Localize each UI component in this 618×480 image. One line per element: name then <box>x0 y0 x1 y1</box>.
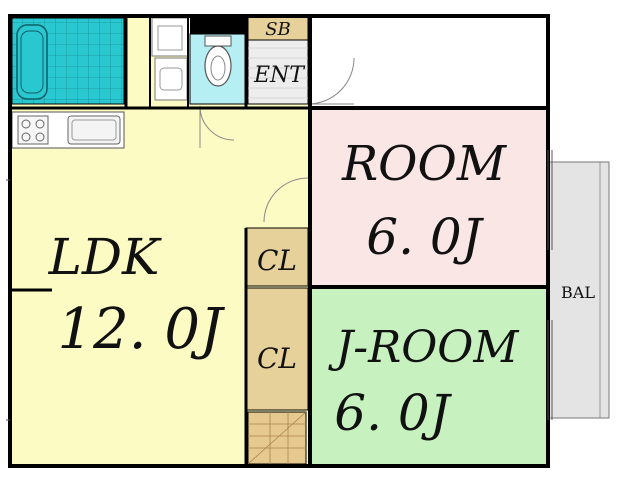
balcony <box>548 161 610 419</box>
ldk-name-label: LDK <box>48 228 162 286</box>
jroom-size-label: 6. 0J <box>334 384 452 442</box>
closet-lower <box>245 287 309 411</box>
toilet-door-swing <box>199 105 235 141</box>
jroom-name-label: J-ROOM <box>328 322 520 373</box>
shoe-box <box>247 15 309 41</box>
ent-label: ENT <box>253 63 306 88</box>
bathtub <box>16 24 48 100</box>
room-door-swing <box>263 177 309 223</box>
room-western <box>310 108 548 286</box>
closet-lower-label: CL <box>257 342 297 375</box>
toilet-bowl-icon <box>204 45 232 87</box>
room-japanese <box>310 288 548 464</box>
room-size-label: 6. 0J <box>366 208 484 266</box>
ldk-size-label: 12. 0J <box>58 297 226 362</box>
sink-icon <box>67 115 121 145</box>
sb-label: SB <box>265 19 291 40</box>
room-name-label: ROOM <box>341 136 508 192</box>
closet-upper-label: CL <box>257 244 297 277</box>
balcony-label: BAL <box>561 283 595 302</box>
entrance-door-swing <box>307 57 355 105</box>
